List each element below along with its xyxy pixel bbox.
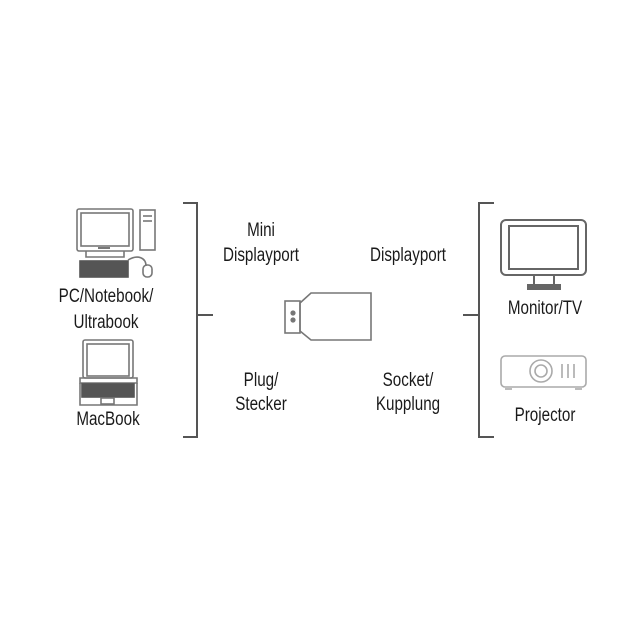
ultrabook-label: Ultrabook [73,312,139,333]
plug-label: Plug/ [243,370,279,391]
macbook-label: MacBook [76,409,140,430]
stecker-label: Stecker [235,394,287,415]
monitor-tv-label: Monitor/TV [507,298,583,319]
monitor-icon [500,219,587,290]
laptop-icon [79,339,138,406]
mini-displayport-adapter-icon [284,292,372,341]
projector-icon [500,355,587,390]
mini-displayport-label: Displayport [222,245,300,266]
desktop-pc-icon [76,208,156,278]
projector-label: Projector [514,405,576,426]
pc-notebook-label: PC/Notebook/ [58,286,154,307]
kupplung-label: Kupplung [375,394,441,415]
mini-label: Mini [247,220,275,241]
right-bracket [463,202,494,438]
left-bracket [183,202,213,438]
displayport-label: Displayport [369,245,447,266]
socket-label: Socket/ [382,370,434,391]
